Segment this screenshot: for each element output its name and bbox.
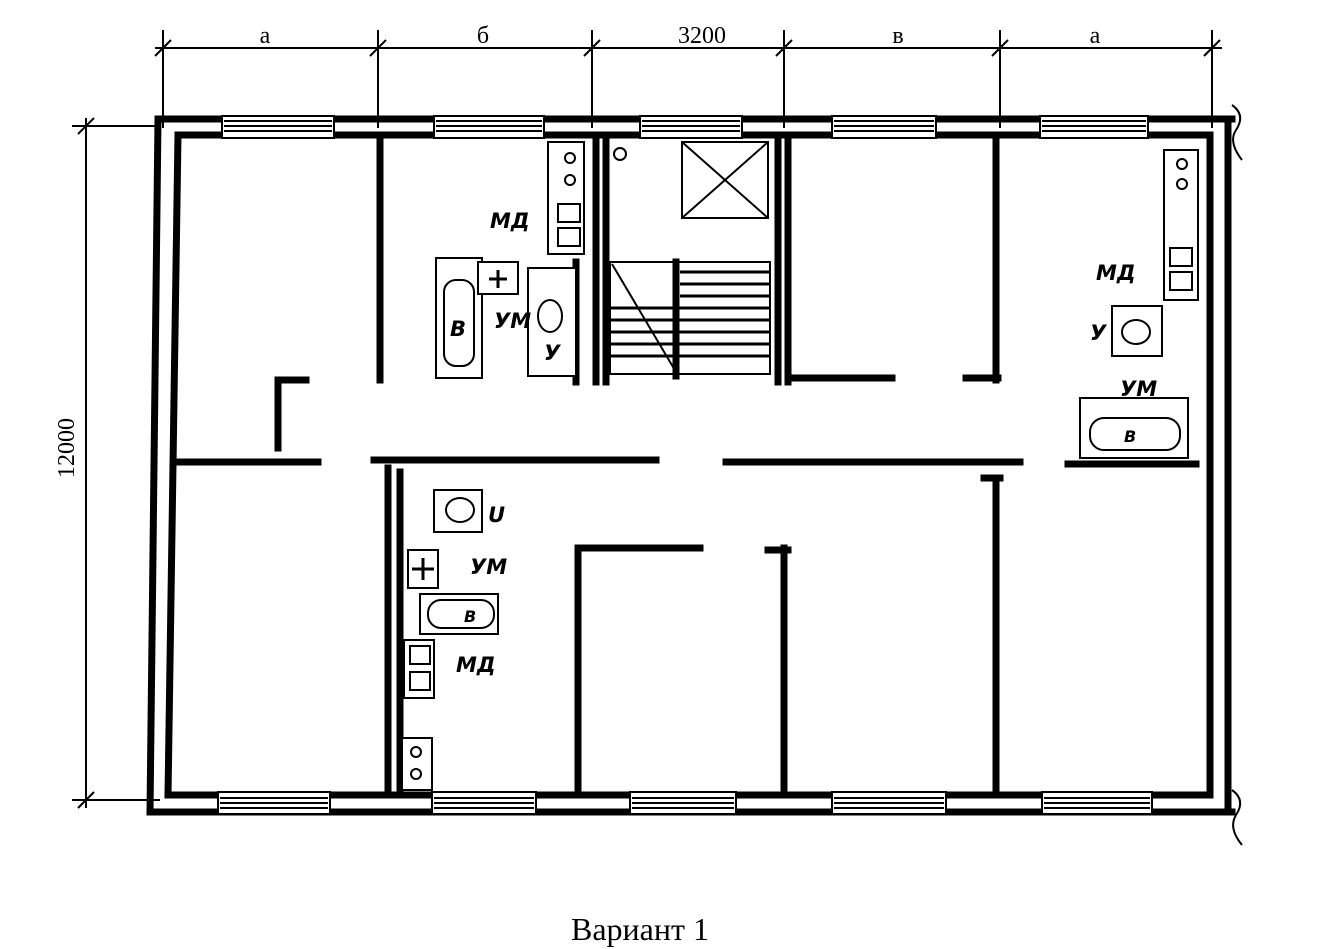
bathroom-right — [1079, 149, 1199, 459]
interior-walls — [176, 134, 1200, 794]
label-um-bottom: УМ — [470, 555, 507, 579]
label-md-bottom: МД — [456, 653, 496, 677]
dim-label-b: б — [477, 23, 489, 49]
label-v-top: В — [450, 317, 466, 341]
label-v-bottom: В — [464, 607, 476, 626]
variant-caption: Вариант 1 — [571, 911, 709, 947]
label-u-top: У — [544, 341, 562, 365]
dim-label-3200: 3200 — [678, 23, 726, 49]
break-marks — [1231, 104, 1243, 846]
label-u-right: У — [1090, 321, 1108, 345]
bathroom-bottom-left — [401, 489, 499, 791]
label-um-right: УМ — [1120, 377, 1157, 401]
top-dimension-line — [154, 30, 1222, 128]
bathroom-top-left — [435, 141, 585, 379]
left-dimension-line — [72, 117, 160, 809]
dim-label-v: в — [892, 23, 903, 49]
label-md-top: МД — [490, 209, 530, 233]
label-v-right: В — [1124, 427, 1136, 446]
label-u-bottom: U — [488, 503, 505, 527]
dim-label-12000: 12000 — [54, 418, 80, 478]
dim-label-a-left: а — [260, 23, 271, 49]
windows-bottom — [217, 791, 1153, 815]
stairwell — [609, 141, 771, 380]
dim-label-a-right: а — [1090, 23, 1101, 49]
label-um-top: УМ — [494, 309, 531, 333]
label-md-right: МД — [1096, 261, 1136, 285]
windows-top — [221, 115, 1149, 139]
